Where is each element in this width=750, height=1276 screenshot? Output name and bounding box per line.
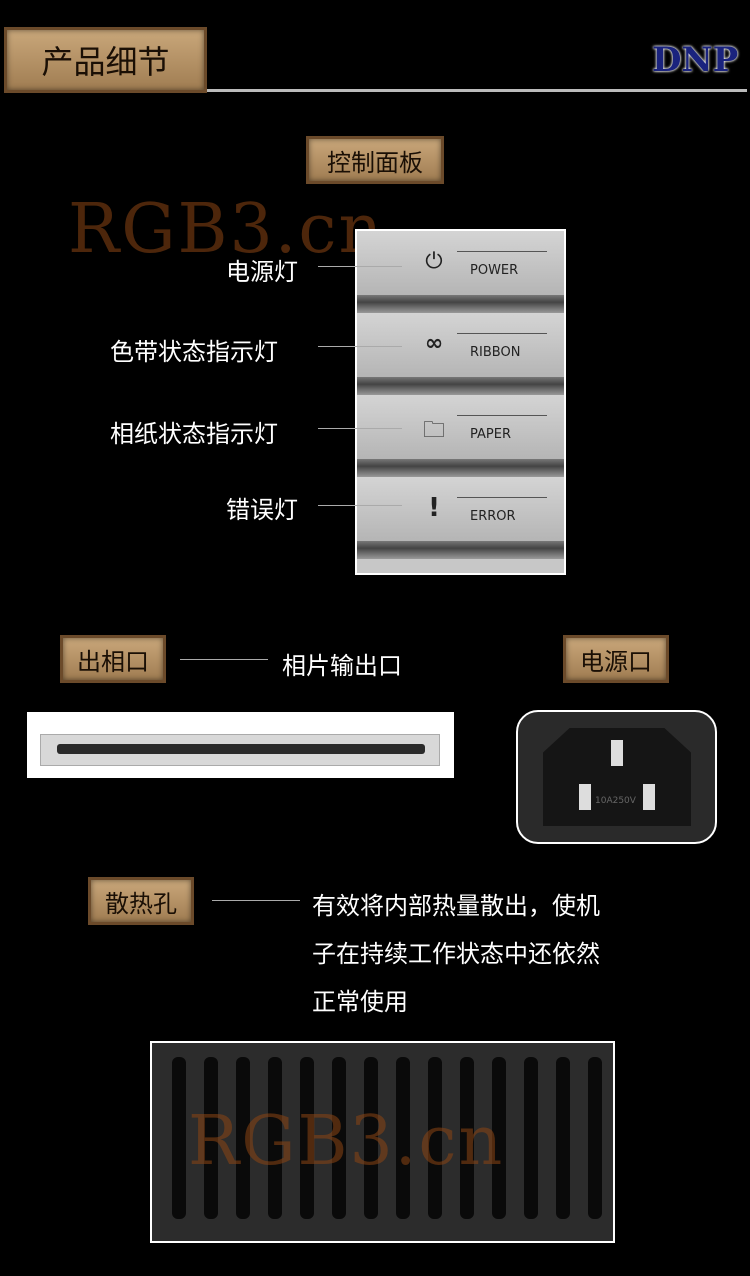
exclamation-icon: ! [428, 493, 440, 523]
photo-exit-tag: 出相口 [60, 635, 166, 683]
ribbon-icon: ∞ [424, 331, 444, 356]
callout-paper-light: 相纸状态指示灯 [110, 420, 278, 448]
power-label: POWER [470, 263, 519, 278]
callout-ribbon-light: 色带状态指示灯 [110, 338, 278, 366]
vent-tag: 散热孔 [88, 877, 194, 925]
paper-button-plate: 🗀 PAPER [357, 395, 564, 459]
ribbon-button-plate: ∞ RIBBON [357, 313, 564, 377]
callout-error-light: 错误灯 [226, 496, 298, 524]
header-divider [207, 89, 747, 92]
header-title: 产品细节 [41, 43, 170, 81]
callout-power-light: 电源灯 [226, 258, 298, 286]
ribbon-label: RIBBON [470, 345, 521, 360]
paper-label: PAPER [470, 427, 511, 442]
error-button-plate: ! ERROR [357, 477, 564, 541]
power-port-tag: 电源口 [563, 635, 669, 683]
watermark-bottom: RGB3.cn [188, 1102, 505, 1181]
header-title-tag: 产品细节 [4, 27, 207, 93]
watermark-top: RGB3.cn [68, 190, 385, 269]
error-label: ERROR [470, 509, 516, 524]
power-socket-photo: 10A250V [516, 710, 717, 844]
vent-desc-line-2: 子在持续工作状态中还依然 [312, 940, 600, 968]
socket-marking: 10A250V [595, 796, 636, 806]
photo-exit-slot-photo [27, 712, 454, 778]
power-icon: ⏻ [425, 249, 443, 274]
vent-photo [150, 1041, 615, 1243]
control-panel-tag: 控制面板 [306, 136, 444, 184]
photo-exit-desc: 相片输出口 [282, 652, 402, 680]
power-button-plate: ⏻ POWER [357, 231, 564, 295]
vent-desc-line-3: 正常使用 [312, 988, 408, 1016]
brand-logo: DNP [652, 40, 739, 80]
folder-icon: 🗀 [422, 418, 445, 443]
vent-desc-line-1: 有效将内部热量散出，使机 [312, 892, 600, 920]
control-panel-photo: ⏻ POWER ∞ RIBBON 🗀 PAPER ! ERROR [355, 229, 566, 575]
